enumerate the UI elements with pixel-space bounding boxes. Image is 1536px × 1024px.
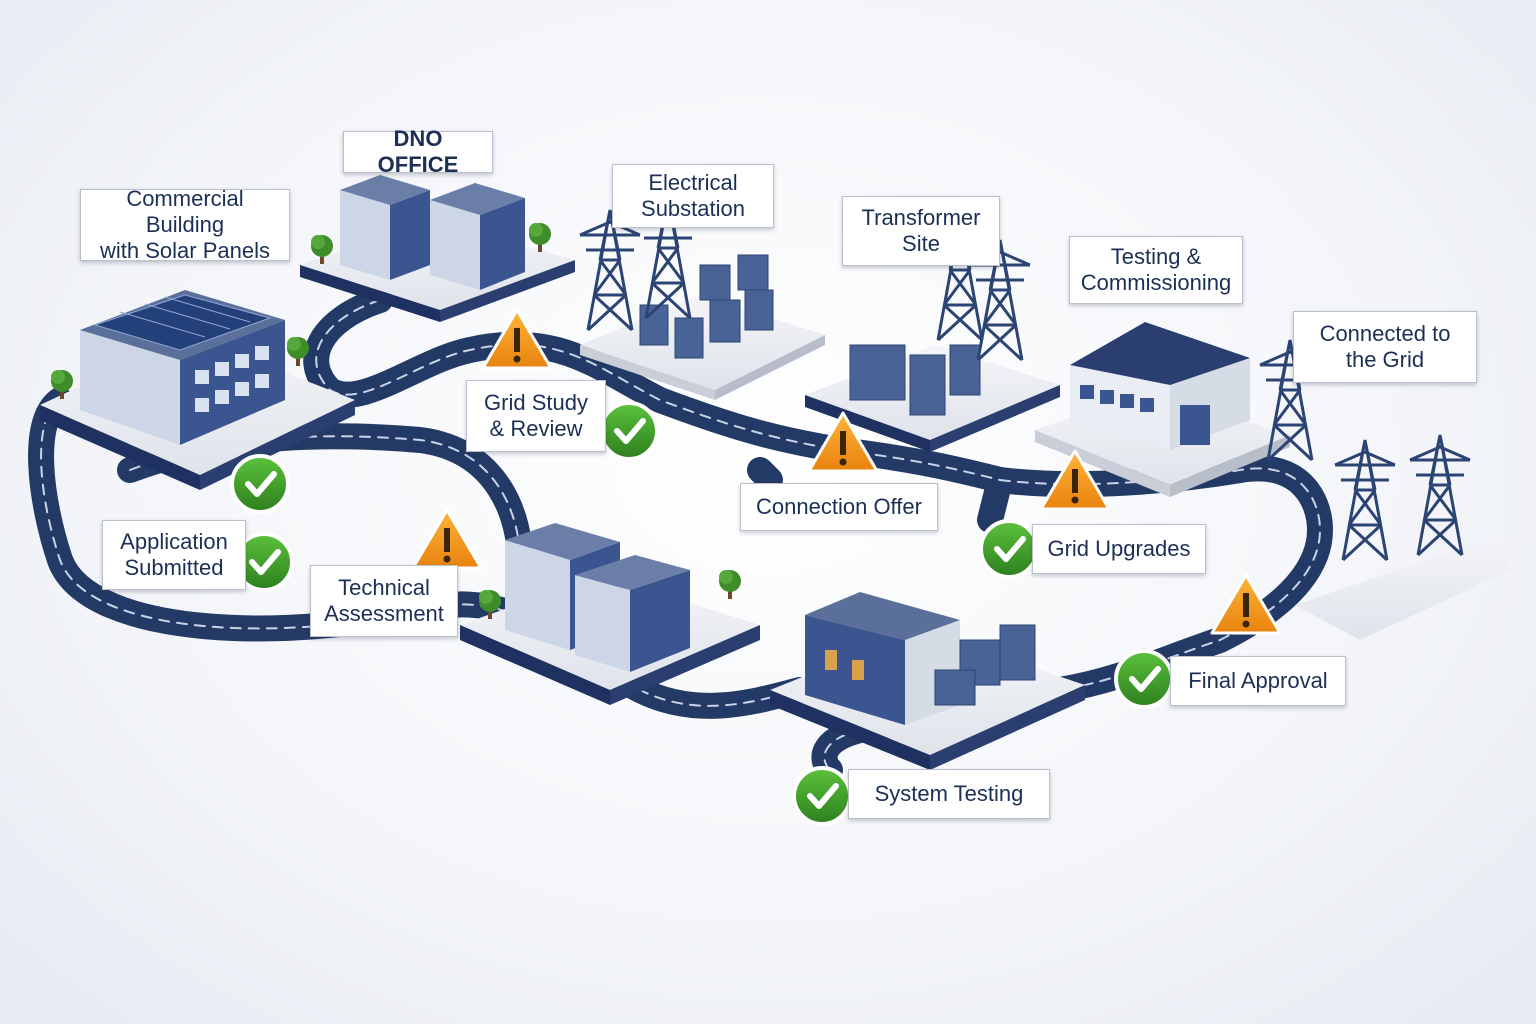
check-circle-icon bbox=[979, 519, 1039, 579]
warning-triangle-icon bbox=[807, 411, 879, 473]
commercial-building-site bbox=[40, 290, 355, 490]
check-circle-icon bbox=[1114, 649, 1174, 709]
check-circle-icon bbox=[792, 766, 852, 826]
grid-upgrades-label: Grid Upgrades bbox=[1032, 524, 1206, 574]
grid-pylons-site bbox=[1258, 338, 1510, 640]
testing-commissioning-label: Testing &Commissioning bbox=[1069, 236, 1243, 304]
final-approval-label: Final Approval bbox=[1170, 656, 1346, 706]
electrical-substation-site bbox=[578, 196, 825, 400]
system-testing-label: System Testing bbox=[848, 769, 1050, 819]
warning-triangle-icon bbox=[481, 308, 553, 370]
dno-office-label: DNO OFFICE bbox=[343, 126, 493, 177]
assessment-office-site bbox=[460, 523, 760, 705]
dno-office-site bbox=[300, 175, 575, 322]
connection-offer-label: Connection Offer bbox=[740, 483, 938, 531]
warning-triangle-icon bbox=[411, 508, 483, 570]
grid-study-review-label: Grid Study& Review bbox=[466, 380, 606, 452]
warning-triangle-icon bbox=[1210, 573, 1282, 635]
transformer-site bbox=[805, 218, 1060, 452]
check-circle-icon bbox=[599, 401, 659, 461]
testing-commissioning-site bbox=[1035, 322, 1290, 497]
system-testing-site bbox=[770, 592, 1085, 770]
warning-triangle-icon bbox=[1039, 449, 1111, 511]
check-circle-icon bbox=[230, 454, 290, 514]
